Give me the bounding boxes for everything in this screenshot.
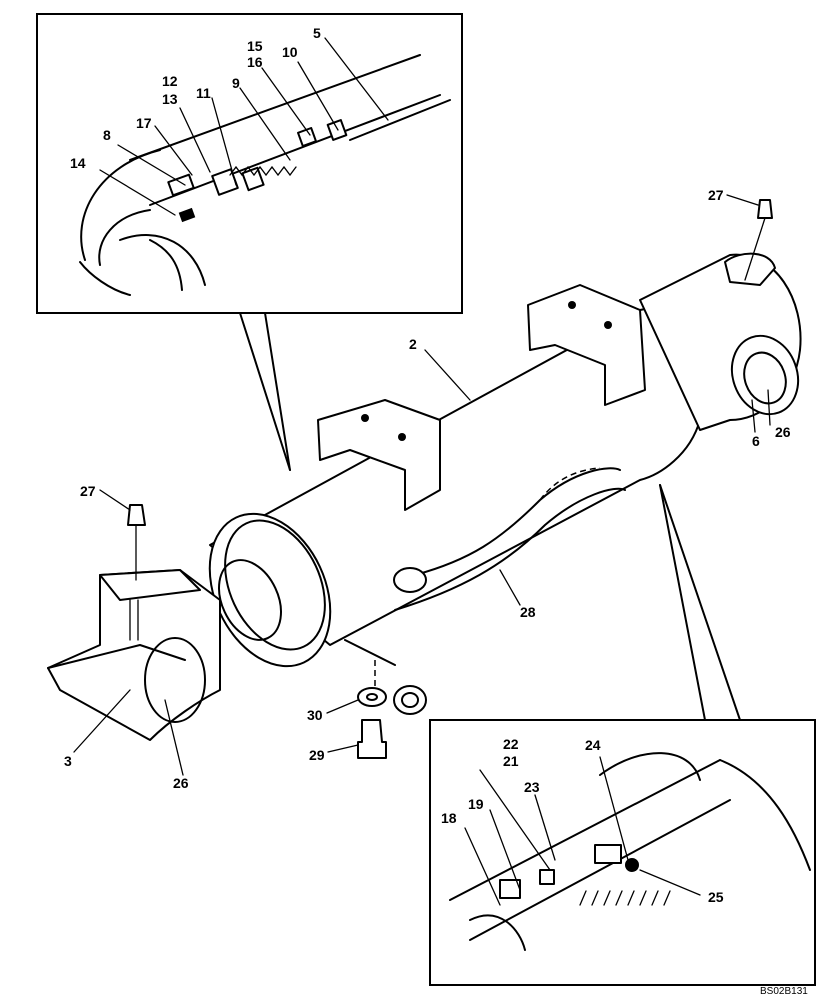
callout-13: 13 xyxy=(162,91,178,107)
callout-28: 28 xyxy=(520,604,536,620)
callout-24: 24 xyxy=(585,737,601,753)
callout-25: 25 xyxy=(708,889,724,905)
mounting-bracket-front xyxy=(317,399,441,511)
callout-21: 21 xyxy=(503,753,519,769)
callout-14: 14 xyxy=(70,155,86,171)
inset-wedge-right xyxy=(264,312,291,471)
callout-30: 30 xyxy=(307,707,323,723)
callout-12: 12 xyxy=(162,73,178,89)
callout-10: 10 xyxy=(282,44,298,60)
callout-22: 22 xyxy=(503,736,519,752)
washer xyxy=(357,687,387,707)
hydraulic-tube xyxy=(414,467,621,576)
drawing-reference: BS02B131 xyxy=(760,986,808,997)
callout-23: 23 xyxy=(524,779,540,795)
inset-wedge-lower-left xyxy=(659,484,706,721)
inset-frame-bottom xyxy=(429,719,816,986)
cylinder-assembly xyxy=(47,199,802,759)
callout-27-left: 27 xyxy=(80,483,96,499)
inset-wedge-left xyxy=(239,312,291,471)
callout-15: 15 xyxy=(247,38,263,54)
callout-9: 9 xyxy=(232,75,240,91)
callout-19: 19 xyxy=(468,796,484,812)
inset-piston-seal-detail xyxy=(429,719,816,986)
callout-5: 5 xyxy=(313,25,321,41)
callout-16: 16 xyxy=(247,54,263,70)
bolt xyxy=(357,719,387,759)
grease-fitting-rear xyxy=(757,199,773,219)
callout-18: 18 xyxy=(441,810,457,826)
rod-eye-front xyxy=(47,569,221,741)
callout-2: 2 xyxy=(409,336,417,352)
callout-29: 29 xyxy=(309,747,325,763)
callout-8: 8 xyxy=(103,127,111,143)
callout-27-right: 27 xyxy=(708,187,724,203)
mounting-bracket-rear xyxy=(527,284,646,406)
callout-17: 17 xyxy=(136,115,152,131)
callout-26-left: 26 xyxy=(173,775,189,791)
callout-11: 11 xyxy=(196,85,211,101)
inset-wedge-lower-right xyxy=(659,484,741,721)
callout-6: 6 xyxy=(752,433,760,449)
inset-frame-top xyxy=(36,13,463,314)
grease-fitting-front xyxy=(127,504,146,526)
callout-labels: 2 3 5 6 8 9 10 11 12 13 14 15 16 17 18 1… xyxy=(64,25,791,905)
inset-rod-seal-detail xyxy=(36,13,463,314)
callout-3: 3 xyxy=(64,753,72,769)
callout-26-right: 26 xyxy=(775,424,791,440)
